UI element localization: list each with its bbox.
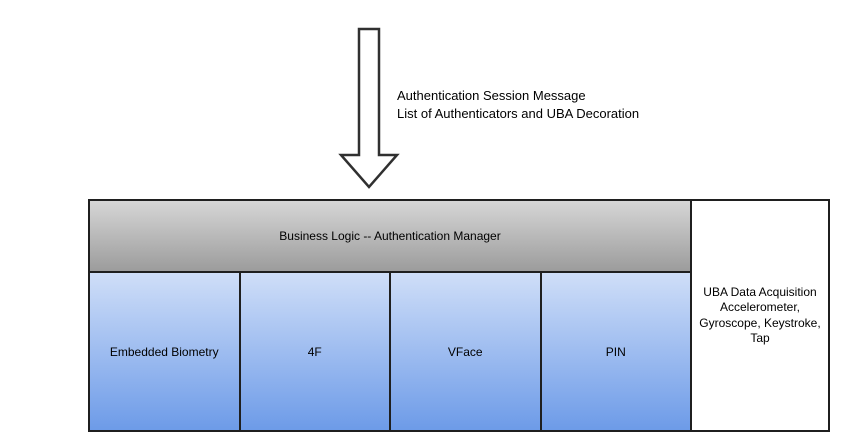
uba-data-acquisition-box: UBA Data Acquisition Accelerometer, Gyro… xyxy=(692,201,828,430)
uba-box-line-4: Tap xyxy=(750,331,770,345)
authenticator-label: PIN xyxy=(605,344,626,359)
down-arrow-icon xyxy=(338,27,400,189)
business-logic-header: Business Logic -- Authentication Manager xyxy=(90,201,690,273)
business-logic-header-label: Business Logic -- Authentication Manager xyxy=(279,229,501,243)
authenticator-label: Embedded Biometry xyxy=(109,344,219,359)
authenticator-label: 4F xyxy=(307,344,322,359)
authenticator-label: VFace xyxy=(447,344,483,359)
authenticator-cell-pin: PIN xyxy=(541,273,690,430)
business-logic-section: Business Logic -- Authentication Manager… xyxy=(90,201,692,430)
authentication-diagram: Business Logic -- Authentication Manager… xyxy=(88,199,830,432)
uba-box-line-3: Gyroscope, Keystroke, xyxy=(699,315,821,330)
annotation-line-2: List of Authenticators and UBA Decoratio… xyxy=(397,106,640,121)
authenticator-cell-embedded-biometry: Embedded Biometry xyxy=(90,273,241,430)
uba-box-line-1: UBA Data Acquisition xyxy=(703,284,817,299)
annotation-line-1: Authentication Session Message xyxy=(397,88,586,103)
uba-box-line-2: Accelerometer, xyxy=(719,300,801,314)
authenticators-row: Embedded Biometry 4F VFace PIN xyxy=(90,273,690,430)
authenticator-cell-4f: 4F xyxy=(240,273,391,430)
authenticator-cell-vface: VFace xyxy=(391,273,542,430)
arrow-annotation: Authentication Session Message List of A… xyxy=(397,87,639,123)
